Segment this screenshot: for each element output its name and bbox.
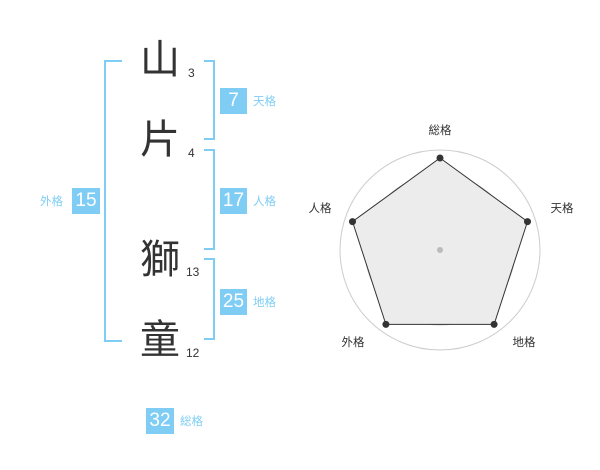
jinkaku-value: 17 bbox=[220, 188, 247, 214]
radar-label-gaikaku: 外格 bbox=[342, 335, 365, 349]
radar-label-soukaku: 総格 bbox=[429, 123, 452, 137]
name-char-4: 童 bbox=[140, 317, 180, 363]
chikaku-value: 25 bbox=[220, 289, 247, 315]
soukaku-value: 32 bbox=[146, 408, 174, 434]
radar-label-tenkaku: 天格 bbox=[551, 201, 574, 215]
tenkaku-value: 7 bbox=[220, 88, 247, 114]
radar-point bbox=[349, 218, 356, 226]
chikaku-label: 地格 bbox=[253, 295, 276, 309]
gaikaku-value: 15 bbox=[72, 188, 100, 214]
name-char-1: 山 bbox=[140, 37, 180, 83]
jinkaku-label: 人格 bbox=[253, 194, 276, 208]
radar-area bbox=[351, 157, 529, 325]
gaikaku-bracket bbox=[104, 60, 122, 342]
radar-label-jinkaku: 人格 bbox=[309, 201, 332, 215]
name-char-2: 片 bbox=[140, 117, 180, 163]
chikaku-bracket bbox=[204, 258, 215, 340]
radar-points bbox=[349, 154, 531, 328]
radar-chart: 総格 天格 地格 外格 人格 bbox=[309, 123, 574, 351]
soukaku-label: 総格 bbox=[180, 414, 203, 428]
gaikaku-label: 外格 bbox=[40, 194, 63, 208]
radar-point bbox=[436, 154, 444, 162]
stroke-count-4: 12 bbox=[186, 346, 200, 360]
name-char-3: 獅 bbox=[140, 237, 180, 283]
stroke-count-2: 4 bbox=[188, 146, 195, 160]
jinkaku-bracket bbox=[204, 149, 215, 250]
tenkaku-label: 天格 bbox=[253, 94, 276, 108]
radar-point bbox=[524, 218, 531, 226]
stroke-count-3: 13 bbox=[186, 265, 200, 279]
radar-label-chikaku: 地格 bbox=[513, 335, 536, 349]
stroke-count-1: 3 bbox=[188, 66, 195, 80]
tenkaku-bracket bbox=[204, 60, 215, 140]
radar-point bbox=[382, 320, 390, 328]
radar-point bbox=[490, 320, 498, 328]
radar-center bbox=[437, 247, 443, 253]
